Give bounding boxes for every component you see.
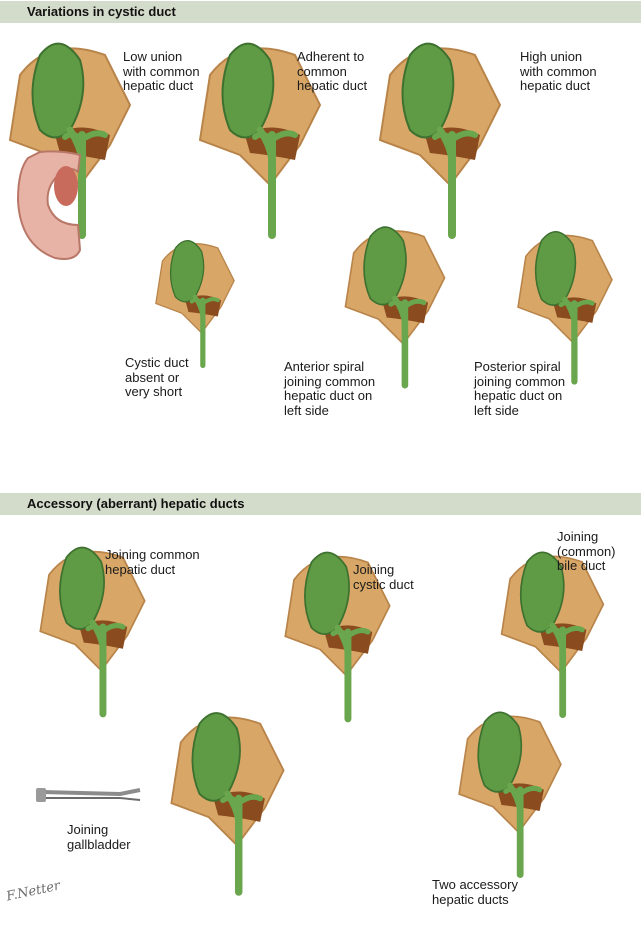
figure-high-union bbox=[380, 44, 500, 235]
label-absent: Cystic duct absent or very short bbox=[125, 355, 189, 399]
label-posterior-spiral: Posterior spiral joining common hepatic … bbox=[474, 359, 566, 418]
figure-two-accessory bbox=[459, 712, 561, 874]
figure-join-bile bbox=[502, 552, 604, 714]
label-join-bile: Joining (common) bile duct bbox=[557, 529, 616, 573]
label-join-gallbladder: Joining gallbladder bbox=[67, 822, 131, 852]
figure-join-gallbladder bbox=[36, 713, 284, 892]
section-header-accessory-ducts: Accessory (aberrant) hepatic ducts bbox=[0, 493, 641, 515]
figure-low-union bbox=[10, 44, 130, 260]
label-anterior-spiral: Anterior spiral joining common hepatic d… bbox=[284, 359, 376, 418]
label-high-union: High union with common hepatic duct bbox=[520, 49, 597, 93]
label-two-accessory: Two accessory hepatic ducts bbox=[432, 877, 518, 907]
label-low-union: Low union with common hepatic duct bbox=[123, 49, 200, 93]
label-join-common-hepatic: Joining common hepatic duct bbox=[105, 547, 200, 577]
label-join-cystic: Joining cystic duct bbox=[353, 562, 414, 592]
label-adherent: Adherent to common hepatic duct bbox=[297, 49, 368, 93]
figure-absent bbox=[156, 241, 234, 366]
section-header-cystic-duct: Variations in cystic duct bbox=[0, 1, 641, 23]
